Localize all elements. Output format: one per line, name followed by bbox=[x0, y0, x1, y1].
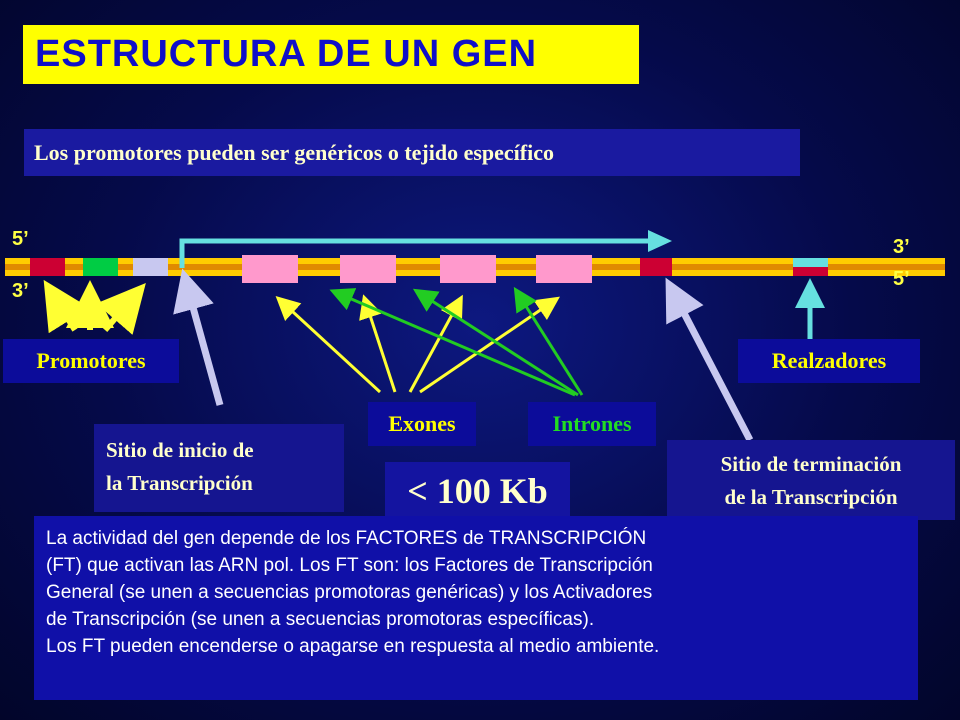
info-line-1: La actividad del gen depende de los FACT… bbox=[46, 528, 647, 549]
strand-label-bottom-left: 3’ bbox=[12, 280, 29, 302]
exon-block-3 bbox=[440, 255, 496, 283]
info-line-2: (FT) que activan las ARN pol. Los FT son… bbox=[46, 555, 653, 576]
promoter-block-lavender bbox=[133, 258, 168, 276]
label-inicio-line1: Sitio de inicio de bbox=[106, 438, 254, 462]
termination-arrow bbox=[665, 277, 754, 442]
exon-block-4 bbox=[536, 255, 592, 283]
promoter-arrow-1 bbox=[43, 279, 90, 334]
transcription-direction-arrow bbox=[179, 238, 650, 268]
label-inicio-transcripcion: Sitio de inicio de la Transcripción bbox=[94, 424, 344, 512]
exon-block-1 bbox=[242, 255, 298, 283]
intron-arrow-1 bbox=[329, 288, 576, 397]
promoter-block-red bbox=[30, 258, 65, 276]
strand-label-top-right: 3’ bbox=[893, 236, 910, 258]
exon-arrow-1 bbox=[275, 295, 382, 394]
info-line-3: General (se unen a secuencias promotoras… bbox=[46, 582, 653, 603]
label-promotores: Promotores bbox=[3, 339, 179, 383]
enhancer-block-red bbox=[793, 267, 828, 276]
start-site-arrow bbox=[173, 268, 224, 406]
label-inicio-line2: la Transcripción bbox=[106, 471, 253, 495]
info-line-5: Los FT pueden encenderse o apagarse en r… bbox=[46, 636, 660, 657]
intron-arrow-3 bbox=[513, 286, 584, 396]
termination-block bbox=[640, 258, 672, 276]
transcription-arrowhead bbox=[648, 230, 672, 252]
enhancer-block-cyan bbox=[793, 258, 828, 267]
promoter-block-green bbox=[83, 258, 118, 276]
info-text-box: La actividad del gen depende de los FACT… bbox=[34, 516, 918, 700]
label-intrones: Intrones bbox=[528, 402, 656, 446]
subtitle: Los promotores pueden ser genéricos o te… bbox=[24, 129, 800, 176]
label-exones: Exones bbox=[368, 402, 476, 446]
gene-size-label: < 100 Kb bbox=[385, 462, 570, 520]
intron-arrow-2 bbox=[412, 288, 579, 397]
strand-label-top-left: 5’ bbox=[12, 228, 29, 250]
label-terminacion-transcripcion: Sitio de terminación de la Transcripción bbox=[667, 440, 955, 520]
exon-block-2 bbox=[340, 255, 396, 283]
label-terminacion-line2: de la Transcripción bbox=[724, 485, 898, 509]
page-title: ESTRUCTURA DE UN GEN bbox=[23, 25, 639, 84]
info-line-4: de Transcripción (se unen a secuencias p… bbox=[46, 609, 595, 630]
label-terminacion-line1: Sitio de terminación bbox=[720, 452, 902, 476]
exon-arrow-2 bbox=[359, 294, 397, 393]
label-realzadores: Realzadores bbox=[738, 339, 920, 383]
promoter-arrow-3 bbox=[96, 282, 146, 335]
strand-label-bottom-right: 5’ bbox=[893, 268, 910, 290]
